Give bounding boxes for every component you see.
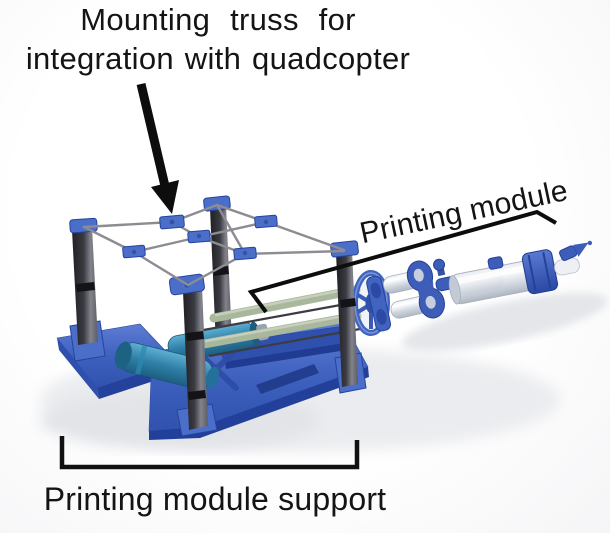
printing-module-assembly — [352, 240, 593, 336]
module-leader-line — [247, 209, 558, 314]
guide-rods — [197, 285, 362, 358]
truss-label: Mounting truss for integration with quad… — [0, 0, 436, 78]
tube-bracket — [406, 258, 458, 319]
nozzle-tip — [559, 240, 593, 261]
truss-post-back — [203, 195, 232, 346]
tube-flange — [366, 275, 392, 332]
support-label: Printing module support — [43, 481, 387, 517]
syringe — [448, 249, 580, 305]
truss-post-right — [330, 240, 367, 394]
truss-post-left — [69, 217, 106, 362]
truss-post-front — [168, 273, 218, 437]
truss-label-line2: integration with quadcopter — [25, 41, 411, 76]
truss-label-line1: Mounting truss for — [80, 2, 356, 37]
arrow-annotation — [136, 82, 179, 214]
mounting-truss — [82, 203, 346, 287]
support-bracket-line — [59, 436, 360, 470]
